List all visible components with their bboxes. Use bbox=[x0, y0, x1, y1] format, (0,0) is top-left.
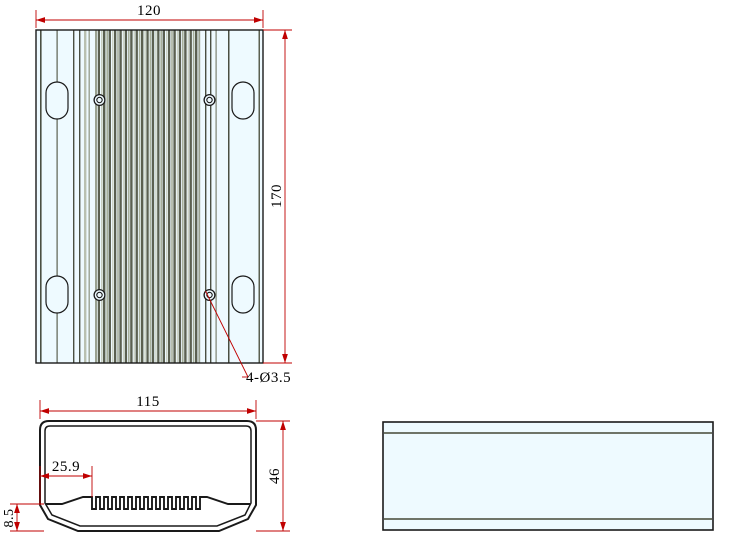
top-view-screw-hole-upper-right bbox=[203, 93, 216, 107]
top-view-slot-lower-left bbox=[45, 275, 69, 314]
front-view-dimension-flange-thickness: 8.5 bbox=[2, 503, 44, 532]
top-view-dimension-height-label: 170 bbox=[269, 184, 285, 208]
top-view: 120 170 4-Ø3.5 bbox=[35, 3, 292, 386]
front-view-dimension-flange-length-label: 25.9 bbox=[52, 459, 80, 475]
top-view-slot-lower-right bbox=[231, 275, 255, 314]
top-view-fin-pattern bbox=[40, 30, 260, 363]
side-view-outline bbox=[382, 421, 714, 531]
front-view-dimension-height: 46 bbox=[256, 420, 290, 532]
top-view-outline bbox=[35, 29, 264, 364]
top-view-slot-upper-left bbox=[45, 81, 69, 120]
top-view-hole-callout: 4-Ø3.5 bbox=[205, 290, 291, 386]
front-view-bottom-fin-comb bbox=[46, 496, 250, 510]
top-view-dimension-height: 170 bbox=[263, 29, 292, 364]
front-view: 115 46 25.9 8.5 bbox=[2, 394, 290, 532]
side-view bbox=[382, 421, 714, 531]
top-view-dimension-width: 120 bbox=[35, 3, 264, 28]
top-view-screw-hole-upper-left bbox=[93, 93, 106, 107]
top-view-slot-upper-right bbox=[231, 81, 255, 120]
front-view-dimension-width-label: 115 bbox=[136, 394, 159, 410]
top-view-dimension-width-label: 120 bbox=[137, 3, 161, 19]
top-view-screw-hole-lower-left bbox=[93, 288, 106, 302]
front-view-dimension-width: 115 bbox=[39, 394, 257, 419]
front-view-dimension-flange-length: 25.9 bbox=[39, 459, 93, 505]
front-view-dimension-flange-thickness-label: 8.5 bbox=[2, 509, 17, 528]
front-view-dimension-height-label: 46 bbox=[267, 468, 283, 484]
top-view-hole-callout-label: 4-Ø3.5 bbox=[246, 370, 291, 386]
